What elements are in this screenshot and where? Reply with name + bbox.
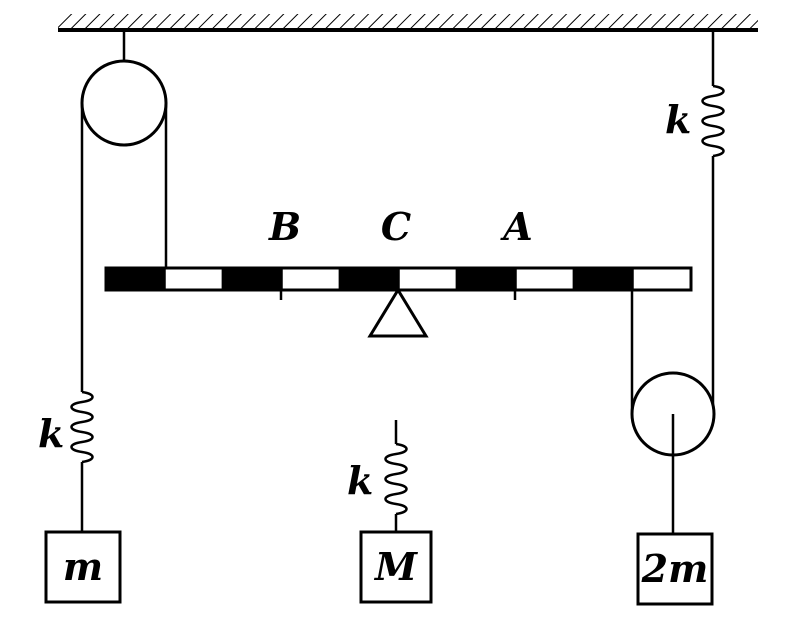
right-top-spring <box>701 30 725 414</box>
mass-left-label: m <box>63 544 103 589</box>
left-pulley <box>80 30 168 392</box>
lever-segment <box>221 266 283 292</box>
lever-segment <box>280 266 342 292</box>
lever-segment <box>631 266 693 292</box>
right-pulley <box>630 290 716 534</box>
lever-segment <box>455 266 517 292</box>
spring-left-label: k <box>38 411 64 456</box>
point-c-label: C <box>381 204 411 249</box>
spring-middle-label: k <box>347 458 373 503</box>
right-mass <box>636 532 714 606</box>
point-a-label: A <box>500 204 532 249</box>
middle-mass <box>359 530 433 604</box>
lever-segment <box>104 266 166 292</box>
point-b-label: B <box>268 204 301 249</box>
lever-segment <box>572 266 634 292</box>
left-mass <box>44 530 122 604</box>
lever-bar <box>104 266 693 292</box>
fulcrum-triangle <box>367 287 429 338</box>
lever-segment <box>397 266 459 292</box>
mass-right-label: 2m <box>641 546 709 591</box>
lever-segment <box>163 266 225 292</box>
ceiling <box>58 14 758 32</box>
left-spring <box>70 390 94 532</box>
mass-middle-label: M <box>373 544 418 589</box>
lever-segment <box>514 266 576 292</box>
middle-spring <box>384 420 408 532</box>
lever-segment <box>338 266 400 292</box>
spring-top-right-label: k <box>665 97 691 142</box>
